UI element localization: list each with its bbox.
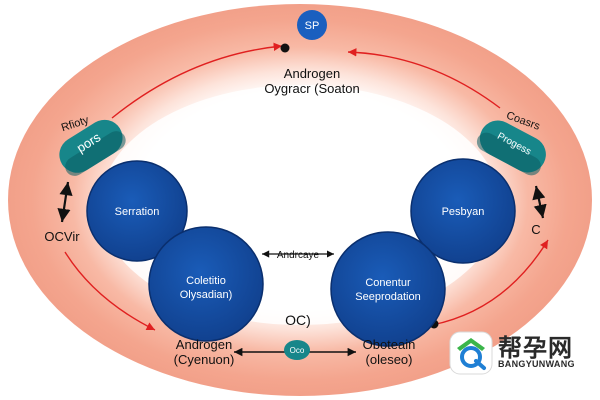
circle-left-lower-line1: Coletitio [186, 275, 226, 287]
top-circle-label: SP [305, 20, 320, 32]
top-label-line1: Androgen [284, 66, 340, 81]
arrow-left-vertical [57, 181, 73, 223]
arrow-bottom-left [64, 251, 156, 331]
circle-right-lower-line2: Seeprodation [355, 291, 420, 303]
watermark-title: 帮孕网 [498, 334, 573, 362]
circle-right-lower-line1: Conentur [365, 277, 411, 289]
watermark-logo: 帮孕网 BANGYUNWANG [448, 328, 598, 388]
top-label-line2: Oygracr (Soaton [264, 81, 359, 96]
arrow-right-vertical [532, 185, 547, 219]
circle-left-upper-label: Serration [115, 206, 160, 218]
circle-right-upper-label: Pesbyan [442, 206, 485, 218]
bottom-pill [284, 340, 310, 360]
watermark-subtitle: BANGYUNWANG [498, 359, 575, 369]
bottom-right-line2: (oleseo) [366, 352, 413, 367]
watermark-icon [449, 331, 493, 375]
arrow-top-left [111, 42, 283, 119]
left-side-label: OCVir [44, 229, 80, 244]
bottom-left-line1: Androgen [176, 337, 232, 352]
dot-top [280, 43, 290, 53]
center-label: OC) [285, 312, 311, 328]
circle-right-upper [410, 158, 516, 264]
circle-left-lower [148, 226, 264, 342]
arrow-top-right [347, 48, 501, 109]
bottom-left-line2: (Cyenuon) [174, 352, 235, 367]
bottom-right-line1: Oboteain [363, 337, 416, 352]
right-pill: Progess [476, 120, 546, 176]
arrow-bottom-right [431, 239, 549, 326]
top-circle [297, 10, 327, 40]
left-pill: pors [59, 119, 126, 176]
circle-left-lower-line2: Olysadian) [180, 289, 233, 301]
right-side-label: C [531, 222, 540, 237]
circle-right-lower [330, 231, 446, 347]
circle-left-upper [86, 160, 188, 262]
middle-arrow-label: Andrcaye [277, 250, 320, 261]
bottom-pill-label: Oco [290, 346, 305, 355]
